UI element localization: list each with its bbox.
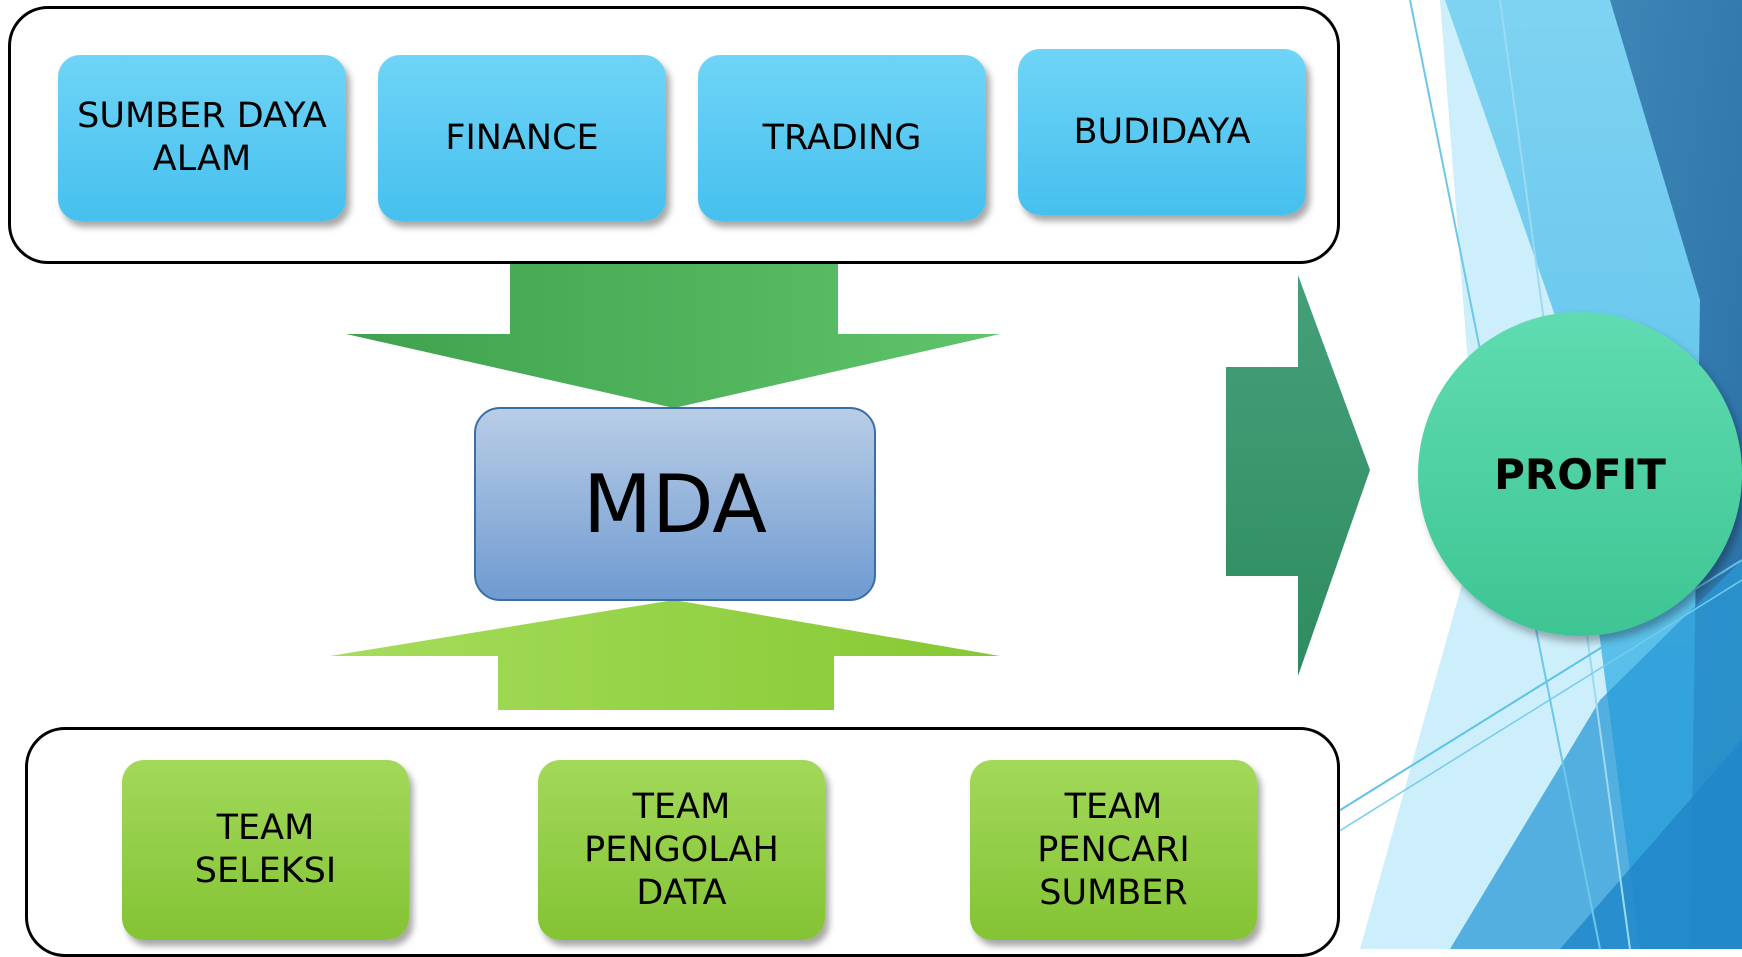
source-label: BUDIDAYA [1073,111,1251,152]
source-label: TRADING [762,117,922,158]
team-box-pengolah-data: TEAM PENGOLAH DATA [538,760,825,940]
team-box-seleksi: TEAM SELEKSI [122,760,409,940]
up-arrow [330,600,1000,710]
result-label: PROFIT [1494,449,1666,499]
center-box-mda: MDA [474,407,876,601]
theme-panel-corner [1560,740,1742,949]
team-label: TEAM SELEKSI [194,808,337,891]
result-circle-profit: PROFIT [1418,312,1742,636]
source-box-finance: FINANCE [378,55,666,221]
team-box-pencari-sumber: TEAM PENCARI SUMBER [970,760,1257,940]
source-box-sumber-daya-alam: SUMBER DAYA ALAM [58,55,346,221]
source-box-budidaya: BUDIDAYA [1018,49,1306,215]
center-label: MDA [583,457,767,551]
source-label: FINANCE [445,117,599,158]
team-label: TEAM PENGOLAH DATA [584,786,779,913]
right-arrow [1226,275,1370,676]
source-label: SUMBER DAYA ALAM [77,96,327,179]
source-box-trading: TRADING [698,55,986,221]
down-arrow [346,264,1000,408]
team-label: TEAM PENCARI SUMBER [1037,786,1190,913]
